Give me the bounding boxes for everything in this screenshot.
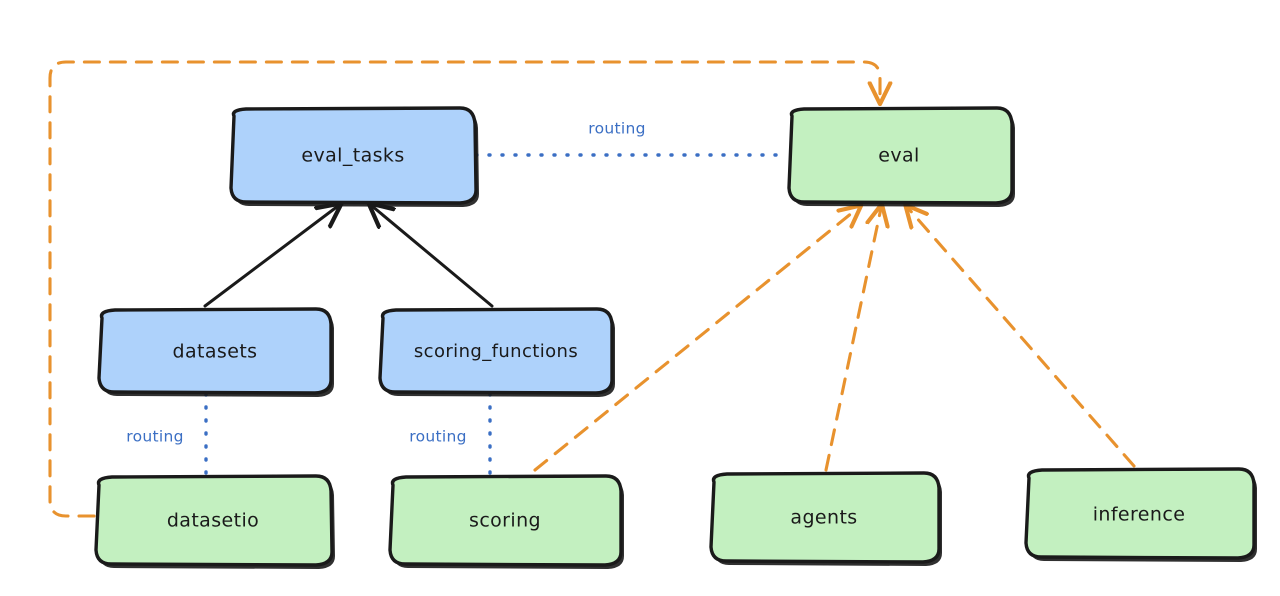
node-scoring-label: scoring [469, 510, 541, 532]
node-body [388, 474, 623, 567]
node-inference[interactable]: inference [1024, 467, 1257, 562]
edge-scoring-eval[interactable] [533, 208, 858, 472]
edge-datasetio-eval[interactable] [48, 60, 880, 518]
node-body [709, 471, 941, 564]
edge-label-routing-datasetio: routing [126, 428, 184, 446]
edge-agents-eval[interactable] [824, 208, 881, 472]
node-body [97, 307, 333, 395]
node-datasetio-label: datasetio [167, 510, 259, 532]
node-eval[interactable]: eval [787, 106, 1015, 207]
edge-inference-eval[interactable] [908, 208, 1136, 468]
node-agents[interactable]: agents [709, 471, 942, 566]
node-inference-label: inference [1093, 504, 1186, 526]
edge-layer [48, 60, 1136, 518]
node-body [378, 307, 614, 395]
edge-label-layer: routing routing routing [126, 120, 646, 446]
node-scoring-functions-label: scoring_functions [414, 341, 578, 362]
node-body [229, 106, 478, 205]
node-body [787, 106, 1014, 205]
node-datasets[interactable]: datasets [97, 307, 334, 397]
edge-label-routing-eval: routing [588, 120, 646, 138]
node-eval-label: eval [878, 145, 919, 167]
node-agents-label: agents [790, 507, 857, 529]
edge-scoringfunctions-evaltasks[interactable] [372, 206, 494, 308]
edge-label-routing-scoring: routing [409, 428, 467, 446]
node-scoring-functions[interactable]: scoring_functions [378, 307, 615, 397]
node-scoring[interactable]: scoring [388, 474, 624, 569]
node-datasets-label: datasets [173, 341, 258, 363]
node-body [1024, 467, 1256, 560]
node-datasetio[interactable]: datasetio [94, 474, 335, 569]
edge-datasets-evaltasks[interactable] [203, 206, 338, 308]
node-body [94, 474, 334, 567]
node-eval-tasks-label: eval_tasks [301, 145, 404, 167]
node-eval-tasks[interactable]: eval_tasks [229, 106, 479, 207]
